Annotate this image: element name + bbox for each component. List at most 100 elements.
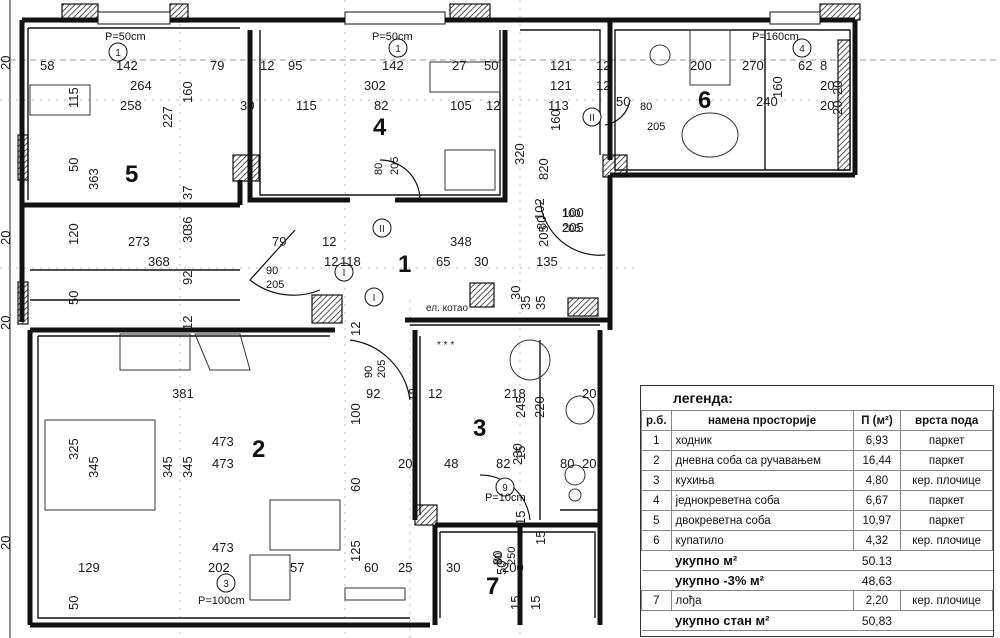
- window-label-3: P=160cm: [752, 31, 799, 43]
- dimension-label: 121: [550, 58, 572, 73]
- dimension-label: 320: [512, 143, 527, 165]
- dimension-label: 30: [240, 98, 254, 113]
- dimension-label: 25: [398, 560, 412, 575]
- dimension-label: 142: [382, 58, 404, 73]
- legend-cell-area: 6,67: [852, 490, 902, 511]
- dimension-label: 121: [550, 78, 572, 93]
- dimension-label: 100: [348, 403, 363, 425]
- dimension-label: 205: [562, 220, 584, 235]
- dimension-label: 368: [148, 254, 170, 269]
- dimension-label: 82: [496, 456, 510, 471]
- dimension-label: 15: [533, 531, 548, 545]
- door-balcony-height: 250: [506, 547, 518, 565]
- dimension-label: 245: [513, 396, 528, 418]
- legend-cell-n: 5: [641, 510, 672, 531]
- dimension-label: 129: [78, 560, 100, 575]
- dimension-label: 270: [742, 58, 764, 73]
- window-label-4: P=100cm: [198, 595, 245, 607]
- dimension-label: 120: [66, 223, 81, 245]
- dimension-label: 125: [348, 540, 363, 562]
- dimension-label: 60: [348, 478, 363, 492]
- legend-cell-area: 4,80: [852, 470, 902, 491]
- legend-cell-floor: паркет: [900, 490, 993, 511]
- dimension-label: 15: [513, 446, 528, 460]
- legend-total3-value: 50,83: [853, 610, 901, 631]
- dimension-label: 20: [830, 81, 845, 95]
- dimension-label: 58: [40, 58, 54, 73]
- dimension-label: 36: [180, 217, 195, 231]
- window-num-4: 3: [223, 579, 229, 590]
- legend-cell-area: 16,44: [852, 450, 902, 471]
- dimension-label: 230: [510, 443, 525, 465]
- dimension-label: 473: [212, 434, 234, 449]
- legend-cell-area: 10,97: [852, 510, 902, 531]
- dimension-label: 20: [582, 456, 596, 471]
- room-number-5: 5: [125, 161, 138, 188]
- dimension-label: 35: [518, 296, 533, 310]
- door-right-height: 205: [562, 223, 580, 235]
- dimension-label: 57: [290, 560, 304, 575]
- door-mark-bath: II: [589, 113, 595, 124]
- dimension-label: 30: [474, 254, 488, 269]
- legend-cell-floor: паркет: [900, 430, 993, 451]
- dimension-label: 118: [340, 254, 361, 269]
- hob-symbol: * * *: [437, 340, 454, 351]
- legend-row7-floor: кер. плочице: [900, 590, 993, 611]
- dimension-label: 473: [212, 456, 234, 471]
- room-number-6: 6: [698, 87, 711, 114]
- dimension-label: 102: [532, 198, 547, 220]
- boiler-label: ел. котао: [426, 303, 468, 314]
- door-hall-width: 90: [266, 265, 278, 277]
- door-bath-height: 205: [647, 121, 665, 133]
- dimension-label: 12: [596, 58, 610, 73]
- legend-cell-name: кухиња: [670, 470, 854, 491]
- room-number-3: 3: [473, 415, 486, 442]
- legend-cell-n: 6: [641, 530, 672, 551]
- dimension-label: 50: [66, 596, 81, 610]
- dimension-label: 12: [428, 386, 442, 401]
- dimension-label: 302: [364, 78, 386, 93]
- legend-cell-n: 1: [641, 430, 672, 451]
- dimension-label: 264: [130, 78, 152, 93]
- dimension-label: 50: [66, 291, 81, 305]
- dimension-label: 80: [560, 456, 574, 471]
- legend-total1-value: 50.13: [853, 550, 901, 571]
- window-label-5: P=10cm: [485, 492, 526, 504]
- dimension-label: 218: [504, 386, 526, 401]
- dimension-label: 12: [180, 316, 195, 330]
- dimension-label: 27: [452, 58, 466, 73]
- dimension-label: 220: [532, 396, 547, 418]
- door-bath-width: 80: [640, 101, 652, 113]
- room-number-2: 2: [252, 436, 265, 463]
- dimension-label: 345: [86, 456, 101, 478]
- dimension-label: 82: [374, 98, 388, 113]
- legend-row7-num: 7: [641, 590, 672, 611]
- dimension-label: 20: [582, 386, 596, 401]
- door-room4-height: 205: [389, 157, 401, 175]
- dimension-label: 160: [180, 81, 195, 103]
- legend-total2-label: укупно -3% м²: [671, 570, 854, 591]
- window-num-5: 9: [502, 483, 508, 494]
- door-living-height: 205: [376, 360, 388, 378]
- dimension-label: 205: [536, 225, 551, 247]
- legend-header-floor: врста пода: [900, 410, 993, 431]
- dimension-label: 227: [160, 106, 175, 128]
- dimension-label: 48: [444, 456, 458, 471]
- dimension-label: 15: [528, 596, 543, 610]
- dimension-label: 20: [0, 231, 13, 245]
- dimension-label: 50: [66, 158, 81, 172]
- door-mark-room4: II: [379, 224, 385, 235]
- dimension-label: 473: [212, 540, 234, 555]
- dimension-label: 115: [296, 98, 317, 113]
- dimension-label: 820: [536, 158, 551, 180]
- dimension-label: 325: [66, 438, 81, 460]
- dimension-label: 348: [450, 234, 472, 249]
- dimension-label: 240: [756, 94, 778, 109]
- legend-row7-area: 2,20: [852, 590, 902, 611]
- dimension-label: 37: [180, 186, 195, 200]
- legend-cell-name: једнокреветна соба: [670, 490, 854, 511]
- legend-cell-floor: кер. плочице: [900, 530, 993, 551]
- dimension-label: 113: [548, 98, 569, 113]
